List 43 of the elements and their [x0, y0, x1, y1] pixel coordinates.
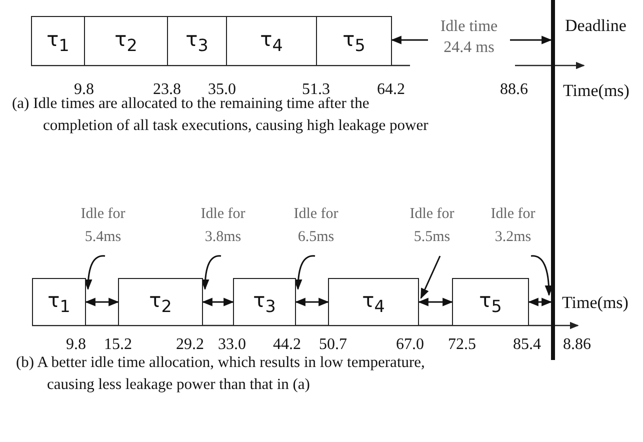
tick-label: 88.6 [500, 80, 528, 100]
arrow [202, 298, 234, 306]
tick-label: 67.0 [396, 335, 424, 355]
idle-note: Idle for 5.4ms [68, 203, 138, 253]
arrow [528, 298, 552, 306]
tick-label: 33.0 [218, 335, 246, 355]
tick-label: 29.2 [176, 335, 204, 355]
arrow [390, 36, 428, 44]
idle-note: Idle for 5.5ms [397, 203, 467, 253]
idle-note: Idle for 3.2ms [478, 203, 548, 253]
task-box: τ$_{3}$ [233, 278, 296, 326]
task-box: τ$_{4}$ [328, 278, 419, 326]
deadline-label: Deadline [565, 15, 626, 37]
tick-label: 50.7 [319, 335, 347, 355]
tick-label: 8.86 [563, 335, 591, 355]
arrow [84, 298, 120, 306]
axis-label: Time(ms) [562, 292, 628, 314]
idle-note: Idle for 6.5ms [281, 203, 351, 253]
arrow [510, 36, 552, 44]
tick-label: 44.2 [273, 335, 301, 355]
leader-arrow [201, 255, 222, 290]
task-box: τ$_{2}$ [84, 16, 168, 66]
task-box: τ$_{1}$ [32, 278, 86, 326]
task-box: τ$_{3}$ [167, 16, 227, 66]
arrow [418, 298, 454, 306]
tick-label: 9.8 [66, 335, 86, 355]
tick-label: 72.5 [448, 335, 476, 355]
leader-arrow [294, 255, 316, 290]
leader-arrow [84, 255, 106, 290]
task-box: τ$_{2}$ [118, 278, 203, 326]
leader-arrow [420, 256, 441, 299]
caption: (b) A better idle time allocation, which results in low temperature, causing less leakage power than that in (a) [16, 353, 426, 395]
task-box: τ$_{4}$ [226, 16, 317, 66]
idle-note: Idle for 3.8ms [188, 203, 258, 253]
task-box: τ$_{1}$ [31, 16, 85, 66]
leader-arrow [530, 255, 554, 296]
tick-label: 85.4 [513, 335, 541, 355]
task-box: τ$_{5}$ [452, 278, 529, 326]
axis-label: Time(ms) [563, 80, 630, 102]
idle-note: Idle time 24.4 ms [428, 17, 510, 63]
arrow [294, 298, 330, 306]
tick-label: 15.2 [104, 335, 132, 355]
task-box: τ$_{5}$ [316, 16, 392, 66]
